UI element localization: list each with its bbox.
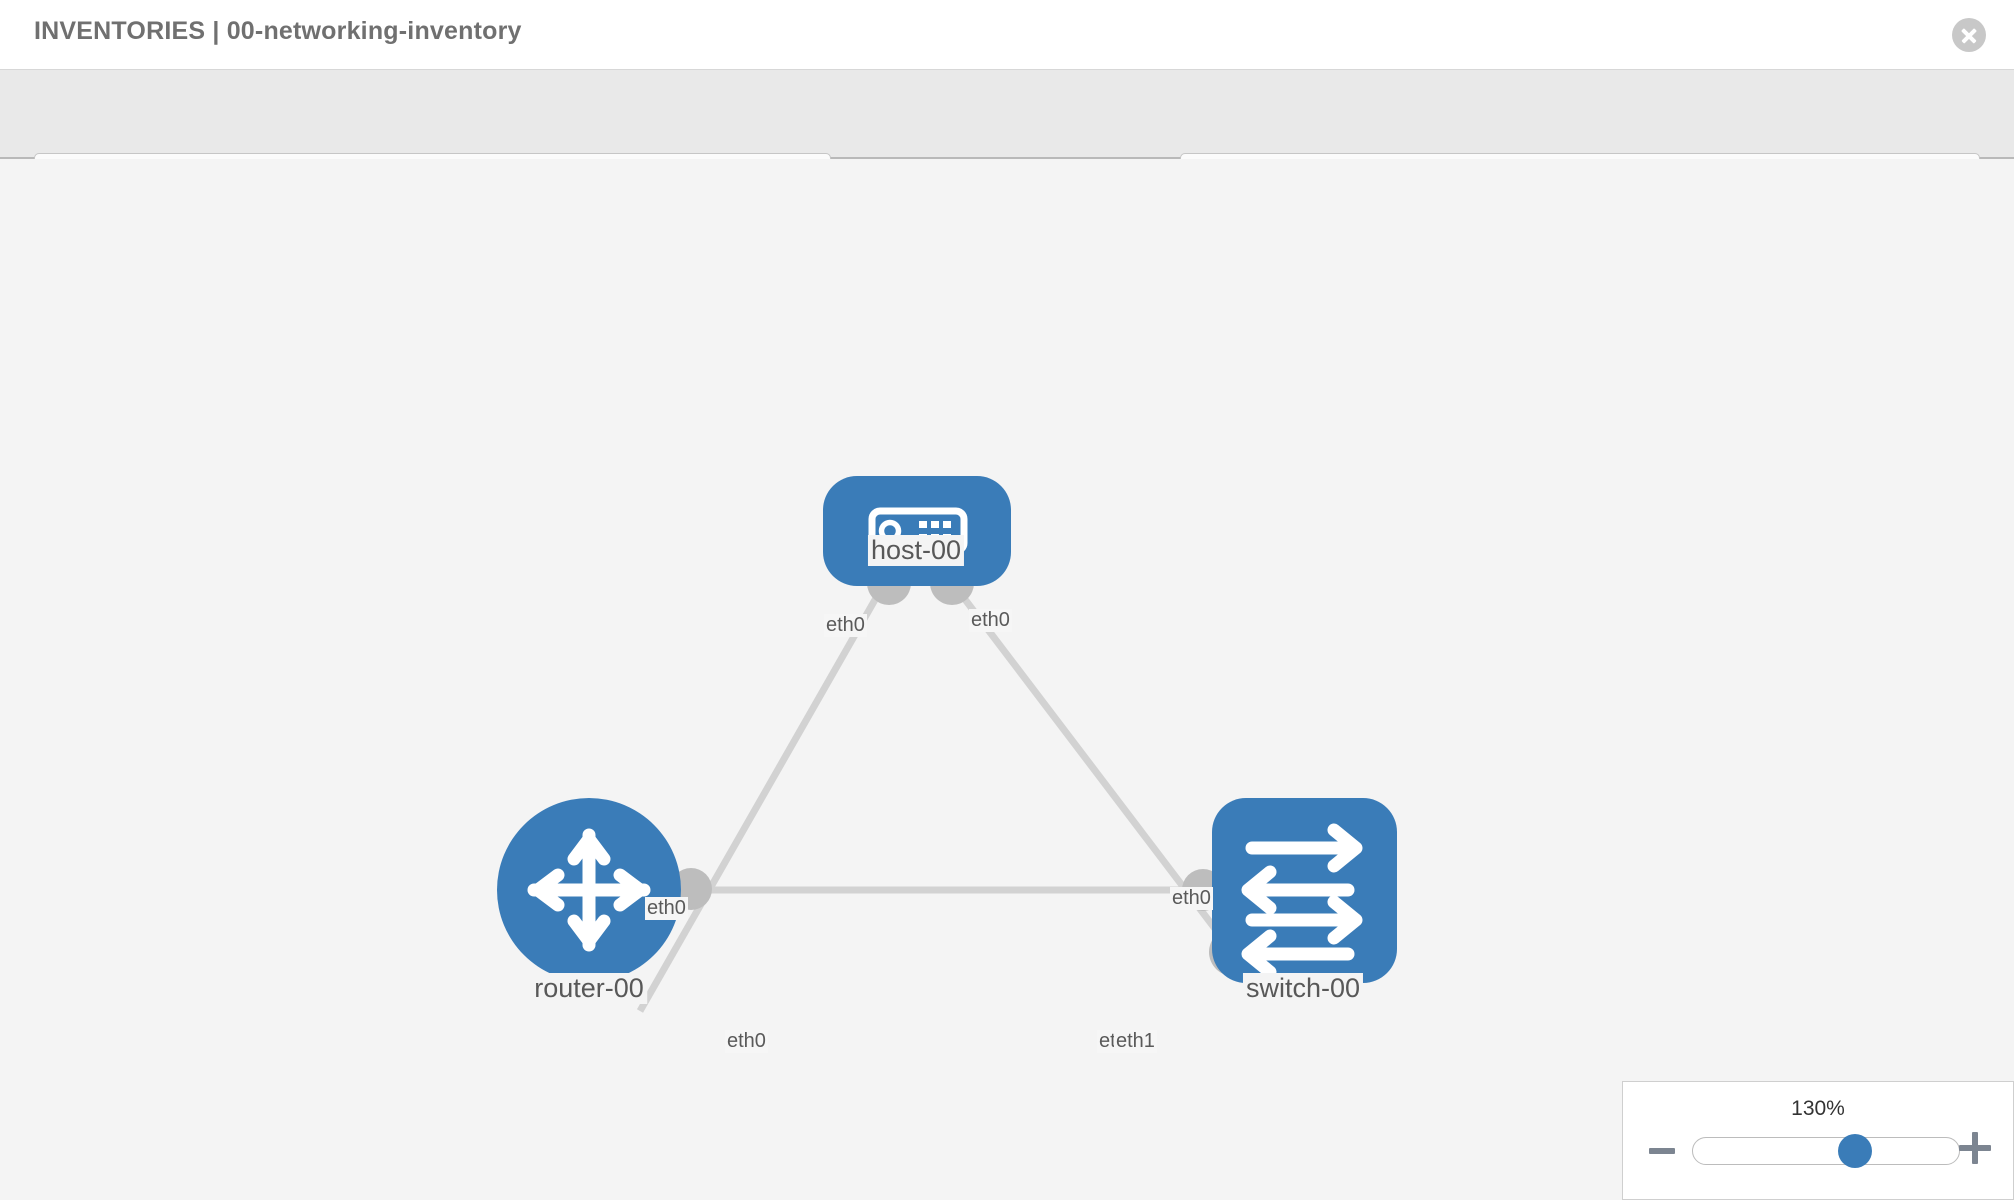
topology-graph	[497, 476, 1397, 1013]
zoom-control-panel: 130%	[1622, 1081, 2014, 1200]
node-label-switch-00: switch-00	[1242, 973, 1364, 1004]
topology-canvas[interactable]: host-00 router-00 switch-00 eth0 eth0 et…	[0, 159, 2014, 1200]
link-host-router[interactable]	[636, 575, 892, 1013]
close-icon[interactable]	[1952, 18, 1986, 52]
window-titlebar: INVENTORIES | 00-networking-inventory	[0, 0, 2014, 70]
zoom-out-button[interactable]	[1649, 1138, 1675, 1164]
iface-label-host-right: eth0	[969, 609, 1012, 632]
zoom-slider-thumb[interactable]	[1838, 1134, 1872, 1168]
plus-icon-vertical	[1972, 1132, 1978, 1164]
page-title: INVENTORIES | 00-networking-inventory	[34, 17, 522, 45]
zoom-slider[interactable]	[1692, 1134, 1960, 1168]
iface-label-router-up: eth0	[645, 897, 688, 920]
toolbar: ACTIONS SEARCH	[0, 70, 2014, 206]
iface-label-switch-up: eth0	[1170, 887, 1213, 910]
minus-icon	[1649, 1148, 1675, 1154]
iface-label-router-right: eth0	[725, 1030, 768, 1053]
iface-label-host-left: eth0	[824, 614, 867, 637]
node-router-00[interactable]	[497, 798, 681, 982]
node-label-router-00: router-00	[531, 973, 647, 1004]
zoom-in-button[interactable]	[1959, 1132, 1991, 1164]
node-host-00[interactable]	[823, 476, 1011, 586]
zoom-level-value: 130%	[1791, 1097, 1845, 1120]
node-label-host-00: host-00	[867, 535, 965, 566]
node-switch-00[interactable]	[1212, 798, 1397, 983]
iface-label-switch-left-b: eth1	[1114, 1030, 1157, 1053]
